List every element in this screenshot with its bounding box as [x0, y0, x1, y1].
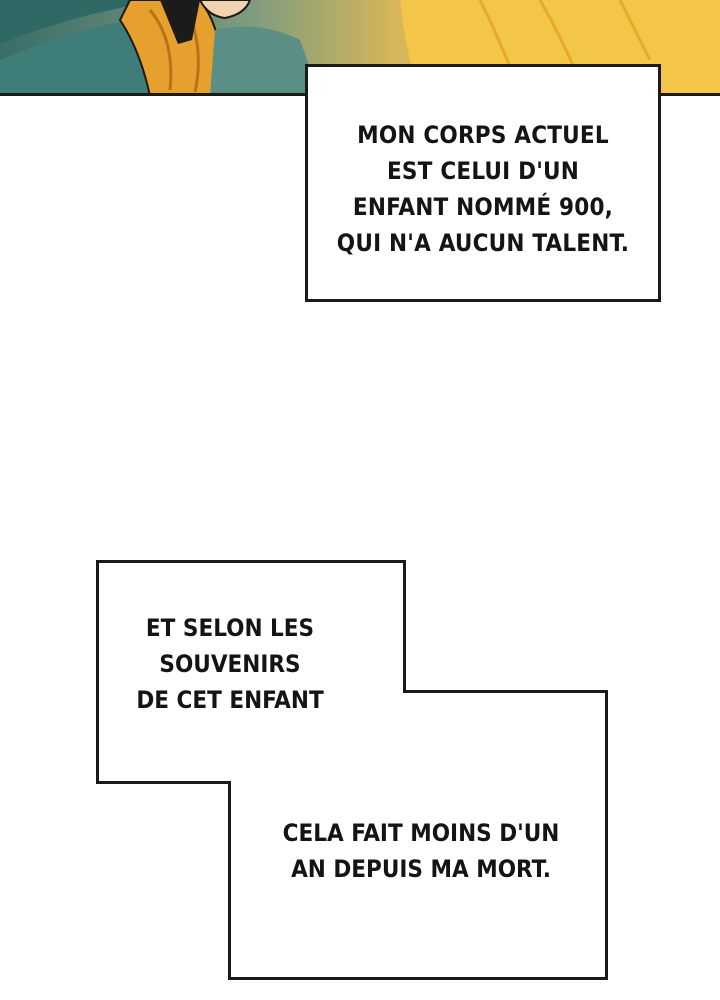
robe-shoulder-left — [0, 0, 150, 44]
caption-line: MON CORPS ACTUEL — [357, 121, 609, 149]
character-chin — [198, 0, 252, 20]
caption-line: AN DEPUIS MA MORT. — [291, 855, 551, 883]
caption-line: DE CET ENFANT — [136, 686, 324, 714]
character-hair — [160, 0, 200, 44]
caption-line: EST CELUI D'UN — [386, 157, 580, 185]
scarf-fold — [148, 9, 173, 91]
caption-part-a: ET SELON LES SOUVENIRS DE CET ENFANT — [136, 610, 324, 718]
caption-box-merged: ET SELON LES SOUVENIRS DE CET ENFANT CEL… — [96, 560, 608, 980]
caption-box-top: MON CORPS ACTUEL EST CELUI D'UN ENFANT N… — [305, 64, 661, 302]
comic-panel-artwork — [0, 0, 720, 96]
panel-illustration — [0, 0, 720, 96]
caption-line: SOUVENIRS — [159, 650, 301, 678]
caption-line: ET SELON LES — [145, 614, 315, 642]
caption-line: ENFANT NOMMÉ 900, — [352, 193, 614, 221]
merged-caption-outline — [96, 560, 608, 980]
gold-fold-3 — [618, 0, 652, 61]
caption-line: CELA FAIT MOINS D'UN — [282, 819, 560, 847]
robe-shoulder-right — [210, 26, 320, 96]
gold-fold-2 — [538, 0, 577, 71]
caption-part-b: CELA FAIT MOINS D'UN AN DEPUIS MA MORT. — [276, 815, 566, 887]
caption-line: QUI N'A AUCUN TALENT. — [336, 229, 630, 257]
